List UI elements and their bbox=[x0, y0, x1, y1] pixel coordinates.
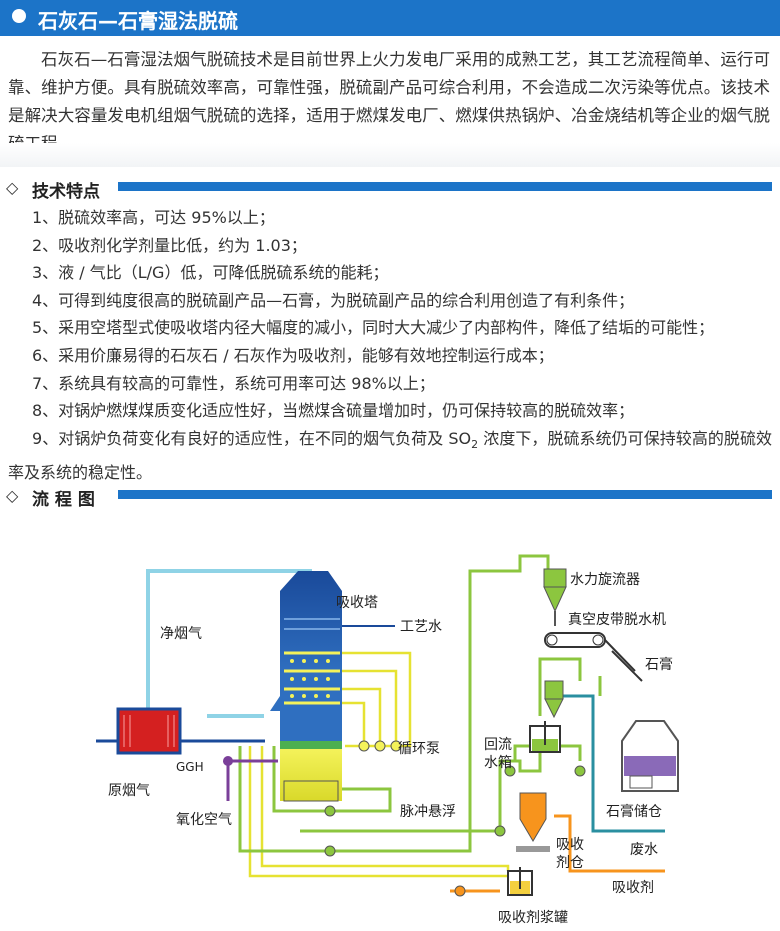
intro-paragraph: 石灰石—石膏湿法烟气脱硫技术是目前世界上火力发电厂采用的成熟工艺，其工艺流程简单… bbox=[8, 50, 770, 153]
feature-item: 8、对锅炉燃煤煤质变化适应性好，当燃煤含硫量增加时，仍可保持较高的脱硫效率； bbox=[32, 401, 635, 421]
section-title-flow: 流 程 图 bbox=[32, 490, 95, 510]
diamond-icon: ◇ bbox=[6, 178, 19, 197]
label-absorbent: 吸收剂 bbox=[612, 880, 654, 896]
feature-9-before: 9、对锅炉负荷变化有良好的适应性，在不同的烟气负荷及 SO bbox=[32, 428, 472, 448]
feature-item: 6、采用价廉易得的石灰石 / 石灰作为吸收剂，能够有效地控制运行成本； bbox=[32, 345, 554, 365]
section-title-features: 技术特点 bbox=[32, 182, 100, 202]
label-reflux-1: 回流 bbox=[484, 737, 512, 753]
reflux-water-tank bbox=[529, 721, 561, 753]
feature-item: 2、吸收剂化学剂量比低，约为 1.03； bbox=[32, 235, 307, 255]
waste-water-line bbox=[560, 694, 665, 833]
secondary-cyclone bbox=[544, 680, 564, 719]
page-title: 石灰石—石膏湿法脱硫 bbox=[38, 9, 238, 33]
label-circulation-pump: 循环泵 bbox=[398, 741, 440, 757]
feature-item: 3、液 / 气比（L/G）低，可降低脱硫系统的能耗； bbox=[32, 263, 389, 283]
feature-9-subscript: 2 bbox=[471, 437, 479, 451]
flow-diagram: 吸收塔 工艺水 净烟气 GGH 原烟气 循环泵 氧化空气 脉冲悬浮 水力旋流器 … bbox=[96, 554, 679, 926]
label-gypsum: 石膏 bbox=[645, 656, 673, 673]
label-pulse-suspension: 脉冲悬浮 bbox=[400, 804, 456, 820]
section-divider bbox=[0, 143, 780, 167]
section-rule bbox=[118, 490, 772, 499]
label-hydrocyclone: 水力旋流器 bbox=[570, 572, 640, 588]
bullet-dot-icon bbox=[12, 9, 26, 23]
feature-item: 5、采用空塔型式使吸收塔内径大幅度的减小，同时大大减少了内部构件，降低了结垢的可… bbox=[32, 318, 715, 338]
label-oxidation-air: 氧化空气 bbox=[176, 812, 232, 828]
label-gypsum-silo: 石膏储仓 bbox=[606, 803, 662, 820]
label-absorbent-silo-2: 剂仓 bbox=[556, 855, 584, 871]
air-fan bbox=[223, 756, 233, 766]
label-waste-water: 废水 bbox=[630, 842, 658, 858]
label-clean-gas: 净烟气 bbox=[160, 626, 202, 642]
vacuum-belt-filter bbox=[544, 632, 643, 682]
oxidation-air-line bbox=[226, 759, 278, 801]
feature-item: 7、系统具有较高的可靠性，系统可用率可达 98%以上； bbox=[32, 373, 435, 393]
section-rule bbox=[118, 182, 772, 191]
section-header-flow: ◇ 流 程 图 bbox=[0, 486, 780, 510]
label-process-water: 工艺水 bbox=[400, 619, 442, 635]
hydrocyclone bbox=[543, 568, 567, 626]
label-ggh: GGH bbox=[176, 760, 204, 774]
section-header-features: ◇ 技术特点 bbox=[0, 178, 780, 202]
absorbent-silo bbox=[516, 792, 550, 852]
slurry-pumps bbox=[324, 765, 586, 897]
absorber-tower bbox=[270, 571, 342, 802]
title-bar: 石灰石—石膏湿法脱硫 bbox=[0, 0, 780, 36]
label-raw-gas: 原烟气 bbox=[108, 783, 150, 799]
feature-item: 1、脱硫效率高，可达 95%以上； bbox=[32, 208, 275, 227]
feature-item: 4、可得到纯度很高的脱硫副产品—石膏，为脱硫副产品的综合利用创造了有利条件； bbox=[32, 290, 635, 310]
label-slurry-tank: 吸收剂浆罐 bbox=[498, 910, 568, 926]
feature-list: 1、脱硫效率高，可达 95%以上； 2、吸收剂化学剂量比低，约为 1.03； 3… bbox=[8, 204, 772, 486]
label-vacuum-belt: 真空皮带脱水机 bbox=[568, 612, 666, 628]
circulation-pumps bbox=[358, 740, 402, 752]
gypsum-silo bbox=[621, 720, 679, 792]
feature-9-after: 浓度下，脱硫系统仍可保持较高的脱硫效率及系统的稳定性。 bbox=[8, 428, 772, 482]
feature-item-9: 9、对锅炉负荷变化有良好的适应性，在不同的烟气负荷及 SO2 浓度下，脱硫系统仍… bbox=[8, 425, 772, 486]
diamond-icon: ◇ bbox=[6, 486, 19, 505]
label-absorber: 吸收塔 bbox=[336, 595, 378, 611]
circulation-lines bbox=[248, 651, 520, 878]
label-absorbent-silo-1: 吸收 bbox=[556, 837, 584, 853]
label-reflux-2: 水箱 bbox=[484, 755, 512, 771]
absorbent-slurry-tank bbox=[507, 867, 533, 896]
ggh-heat-exchanger bbox=[96, 707, 265, 755]
